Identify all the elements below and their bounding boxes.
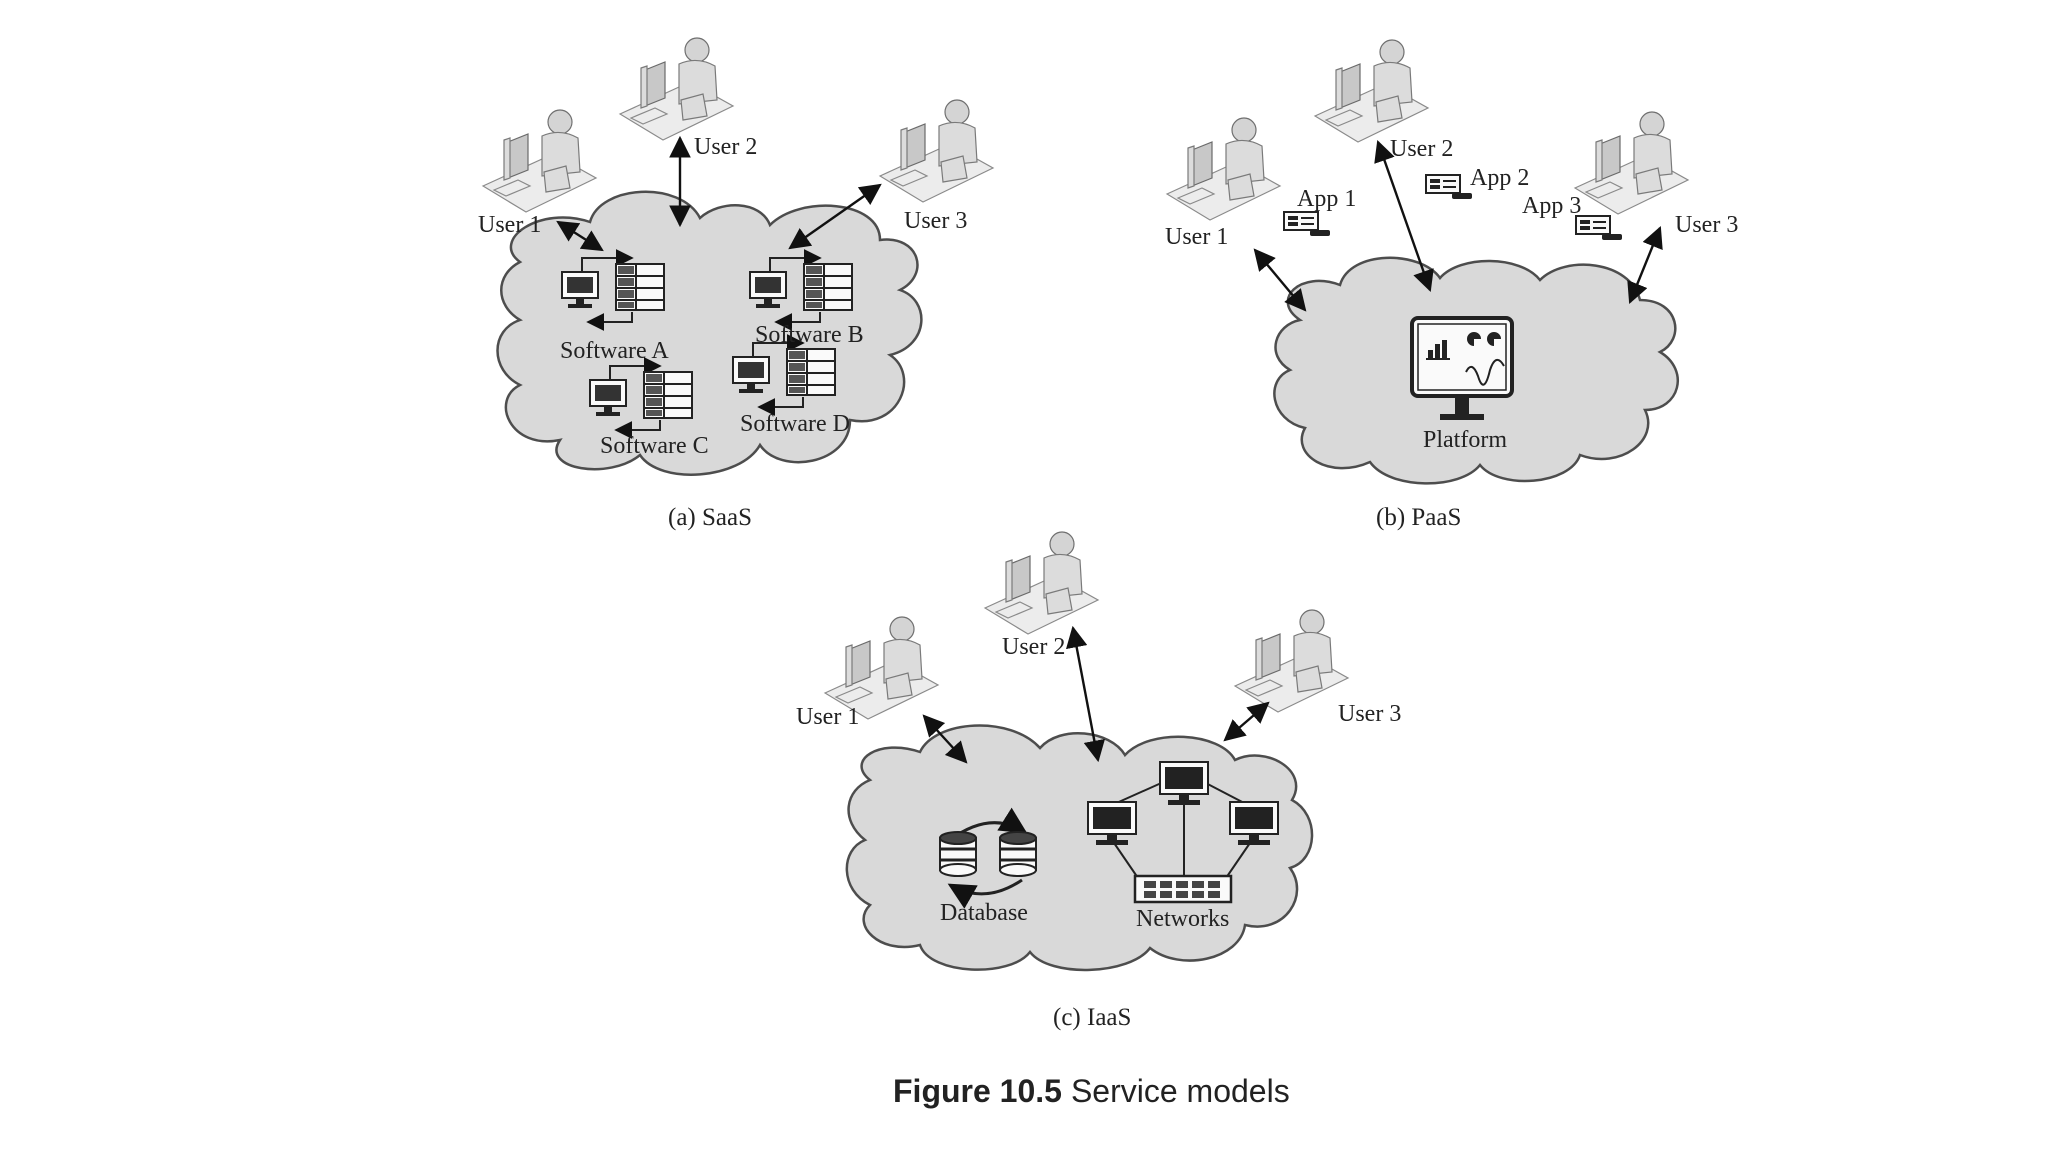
user-2-workstation-icon [619, 37, 734, 141]
software-b-label: Software B [755, 322, 864, 348]
iaas-caption: (c) IaaS [1053, 1004, 1131, 1031]
saas-caption: (a) SaaS [668, 504, 752, 531]
saas-arrow-user-1 [556, 220, 604, 252]
paas-diagram: User 1 User 2 User 3 App 1 App 2 App 3 [1165, 39, 1738, 531]
paas-user-2-label: User 2 [1390, 136, 1453, 162]
paas-user-3-label: User 3 [1675, 212, 1738, 238]
saas-diagram: User 1 User 2 User 3 Software A Software… [478, 37, 994, 531]
software-c-label: Software C [600, 433, 709, 459]
iaas-user-1-label: User 1 [796, 704, 859, 730]
networks-icon [1087, 761, 1279, 904]
saas-arrow-user-3 [788, 183, 882, 250]
paas-arrow-user-2 [1374, 139, 1434, 293]
paas-user-1-workstation-icon [1166, 117, 1281, 221]
figure-number: Figure 10.5 [893, 1073, 1062, 1109]
iaas-arrow-user-1 [922, 714, 968, 764]
app-3-icon [1575, 215, 1623, 241]
user-1-workstation-icon [482, 109, 597, 213]
iaas-arrow-user-2 [1066, 625, 1105, 763]
database-icon [939, 807, 1037, 909]
user-3-workstation-icon [879, 99, 994, 203]
app-2-icon [1425, 174, 1473, 200]
paas-user-2-workstation-icon [1314, 39, 1429, 143]
network-switch-icon [1133, 874, 1233, 904]
figure-title: Service models [1071, 1073, 1290, 1109]
iaas-user-3-label: User 3 [1338, 701, 1401, 727]
paas-arrow-user-1 [1253, 248, 1307, 312]
database-label: Database [940, 900, 1028, 926]
iaas-user-2-label: User 2 [1002, 634, 1065, 660]
platform-label: Platform [1423, 427, 1507, 453]
saas-user-1-label: User 1 [478, 212, 541, 238]
iaas-cloud [845, 724, 1314, 972]
software-a-label: Software A [560, 338, 669, 364]
iaas-arrow-user-3 [1223, 701, 1270, 742]
paas-user-3-workstation-icon [1574, 111, 1689, 215]
iaas-diagram: User 1 User 2 User 3 Dat [796, 531, 1401, 1031]
app-2-label: App 2 [1470, 165, 1529, 191]
saas-user-3-label: User 3 [904, 208, 967, 234]
paas-arrow-user-3 [1627, 225, 1663, 305]
software-d-label: Software D [740, 411, 850, 437]
app-1-icon [1283, 211, 1331, 237]
app-3-label: App 3 [1522, 193, 1581, 219]
iaas-user-2-workstation-icon [984, 531, 1099, 635]
paas-caption: (b) PaaS [1376, 504, 1461, 531]
platform-monitor-icon [1410, 316, 1514, 420]
paas-user-1-label: User 1 [1165, 224, 1228, 250]
saas-user-2-label: User 2 [694, 134, 757, 160]
networks-label: Networks [1136, 906, 1229, 932]
app-1-label: App 1 [1297, 186, 1356, 212]
iaas-user-3-workstation-icon [1234, 609, 1349, 713]
